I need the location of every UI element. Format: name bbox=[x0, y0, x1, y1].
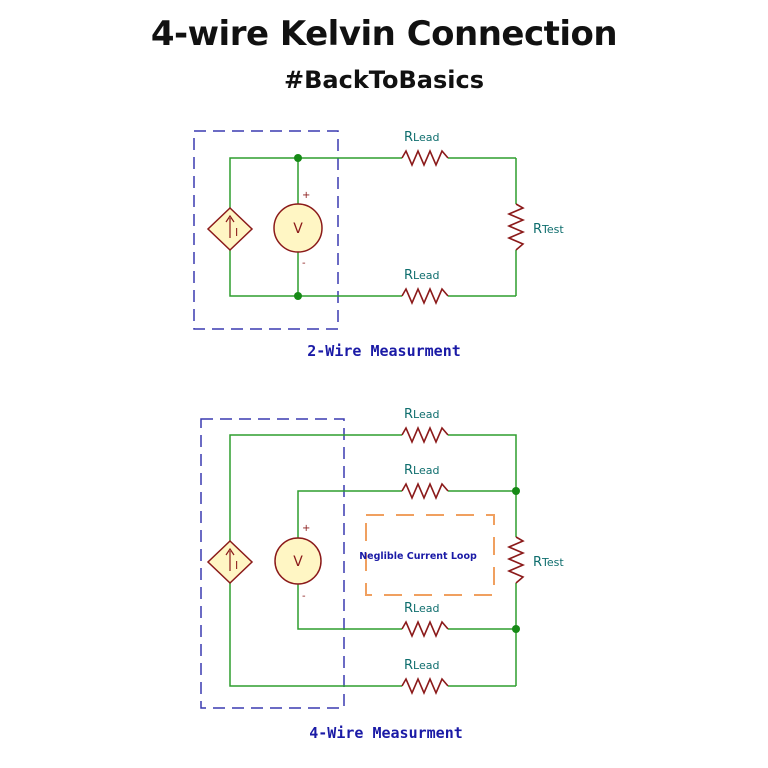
current-source: I bbox=[206, 206, 254, 252]
r-lead-label: RLead bbox=[404, 463, 439, 478]
current-symbol: I bbox=[235, 226, 238, 239]
lead-resistor-2 bbox=[401, 481, 449, 501]
two-wire-wires bbox=[229, 157, 517, 297]
r-lead-label: RLead bbox=[404, 130, 439, 145]
negligible-current-loop-label: Neglible Current Loop bbox=[359, 551, 477, 562]
voltmeter: V + - bbox=[274, 523, 322, 602]
page-subtitle: #BackToBasics bbox=[284, 66, 484, 94]
two-wire-diagram: I V + - RLead RLead RTest 2-Wire Measurm… bbox=[193, 130, 564, 360]
minus-sign: - bbox=[302, 591, 306, 602]
junction-dot bbox=[512, 625, 520, 633]
r-test-label: RTest bbox=[533, 222, 564, 237]
plus-sign: + bbox=[302, 523, 310, 534]
four-wire-caption: 4-Wire Measurment bbox=[309, 724, 463, 742]
lead-resistor-top bbox=[401, 148, 449, 168]
junction-dot bbox=[512, 487, 520, 495]
junction-dot bbox=[294, 154, 302, 162]
negligible-current-loop-box bbox=[365, 514, 495, 596]
page-title: 4-wire Kelvin Connection bbox=[150, 14, 618, 54]
current-symbol: I bbox=[235, 559, 238, 572]
voltage-symbol: V bbox=[293, 554, 303, 570]
r-test-label: RTest bbox=[533, 555, 564, 570]
minus-sign: - bbox=[302, 258, 306, 269]
lead-resistor-4 bbox=[401, 676, 449, 696]
lead-resistor-1 bbox=[401, 425, 449, 445]
test-resistor bbox=[506, 536, 526, 584]
instrument-box bbox=[200, 418, 345, 709]
four-wire-diagram: Neglible Current Loop I V + - bbox=[200, 407, 564, 742]
r-lead-label: RLead bbox=[404, 601, 439, 616]
test-resistor bbox=[506, 203, 526, 251]
current-source: I bbox=[206, 539, 254, 585]
lead-resistor-3 bbox=[401, 619, 449, 639]
lead-resistor-bottom bbox=[401, 286, 449, 306]
r-lead-label: RLead bbox=[404, 268, 439, 283]
plus-sign: + bbox=[302, 190, 310, 201]
r-lead-label: RLead bbox=[404, 407, 439, 422]
two-wire-caption: 2-Wire Measurment bbox=[307, 342, 461, 360]
four-wire-wires bbox=[229, 434, 517, 687]
voltage-symbol: V bbox=[293, 221, 303, 237]
junction-dot bbox=[294, 292, 302, 300]
r-lead-label: RLead bbox=[404, 658, 439, 673]
voltmeter: V + - bbox=[273, 190, 323, 269]
